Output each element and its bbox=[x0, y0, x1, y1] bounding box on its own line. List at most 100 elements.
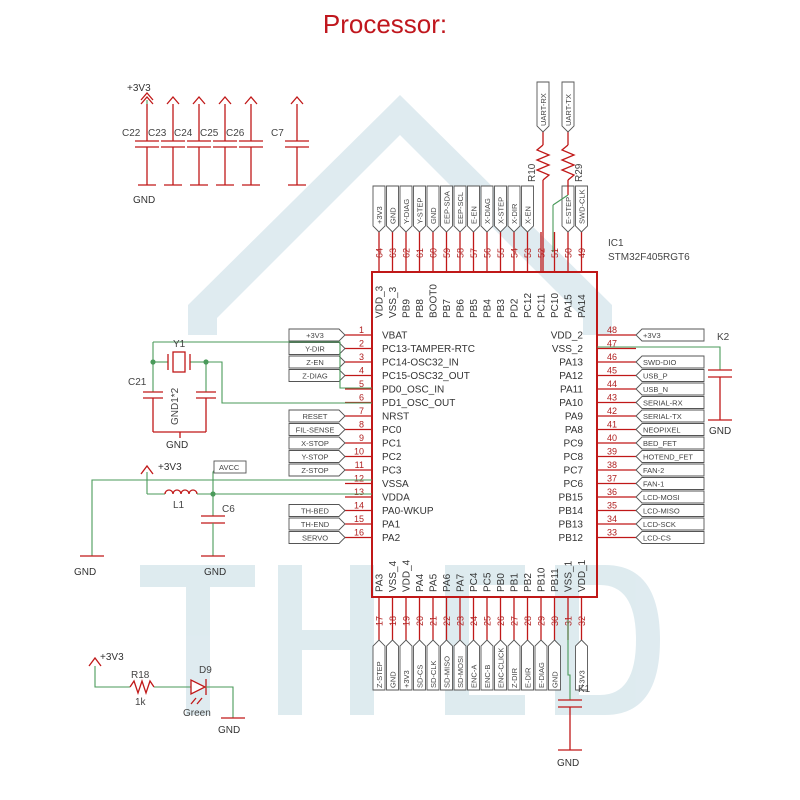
pin-name: PA13 bbox=[559, 358, 583, 369]
net-tag bbox=[635, 517, 705, 531]
pin-number: 48 bbox=[607, 325, 617, 335]
pin-name: PA0-WKUP bbox=[382, 506, 434, 517]
page-title: Processor: bbox=[323, 9, 447, 39]
net-usb-n: USB_N bbox=[643, 385, 668, 394]
net-tag bbox=[288, 517, 346, 531]
pin-number: 2 bbox=[359, 339, 364, 349]
net-tag bbox=[635, 504, 705, 517]
r29-label: R29 bbox=[574, 163, 585, 182]
uart-resistors: R10 R29 UART-RX UART-TX bbox=[527, 81, 585, 272]
pin-number: 56 bbox=[483, 248, 493, 258]
net-tag bbox=[426, 185, 440, 233]
capacitor-ref: C22 bbox=[122, 128, 141, 139]
net-gnd: GND bbox=[429, 207, 438, 224]
pin-number: 26 bbox=[496, 616, 506, 626]
pin-name: PA3 bbox=[375, 573, 386, 592]
net-tag bbox=[635, 531, 705, 544]
pin-number: 45 bbox=[607, 366, 617, 376]
k2-capacitor: K2 GND bbox=[597, 332, 732, 437]
pin-name: PA9 bbox=[565, 412, 584, 423]
analog-gnd-b: GND bbox=[204, 567, 226, 578]
pin-number: 10 bbox=[354, 447, 364, 457]
pin-name: PD2 bbox=[510, 298, 521, 318]
capacitor-c26: C26 bbox=[226, 96, 263, 186]
net-tag bbox=[386, 639, 399, 691]
led-circuit: +3V3 R18 1k D9 Green GND bbox=[88, 652, 245, 736]
pin-name: PC11 bbox=[537, 293, 548, 318]
capacitor-c23: C23 bbox=[148, 96, 185, 186]
net-tag bbox=[480, 185, 494, 233]
net-tag bbox=[288, 409, 346, 423]
pin-name: VSS_1 bbox=[564, 560, 575, 592]
pin-number: 58 bbox=[456, 248, 466, 258]
net-tag bbox=[635, 477, 705, 490]
net-tag bbox=[635, 396, 705, 409]
net-tag bbox=[386, 185, 399, 233]
net-serial-tx: SERIAL-TX bbox=[643, 412, 682, 421]
net-tag bbox=[288, 328, 346, 342]
pin-name: PB15 bbox=[559, 493, 584, 504]
pin-name: PB4 bbox=[483, 299, 494, 318]
led-color: Green bbox=[183, 708, 211, 719]
pin-name: VBAT bbox=[382, 331, 407, 342]
net-sd-miso: SD-MISO bbox=[443, 656, 452, 688]
net-x-diag: X-DIAG bbox=[483, 198, 492, 224]
pin-number: 37 bbox=[607, 474, 617, 484]
chip-top-pins: 64VDD_3+3V363VSS_3GND62PB9Y-DIAG61PB8Y-S… bbox=[372, 185, 588, 318]
capacitor-ref: C24 bbox=[174, 128, 193, 139]
net-enc-a: ENC-A bbox=[470, 665, 479, 688]
decoupling-supply-label: +3V3 bbox=[127, 83, 151, 94]
pin-name: PA5 bbox=[429, 573, 440, 592]
pin-number: 24 bbox=[469, 616, 479, 626]
net-tag bbox=[575, 185, 588, 233]
pin-number: 38 bbox=[607, 460, 617, 470]
pin-number: 50 bbox=[564, 248, 574, 258]
pin-name: PB10 bbox=[537, 567, 548, 592]
pin-number: 62 bbox=[402, 248, 412, 258]
pin-number: 13 bbox=[354, 487, 364, 497]
net-tag bbox=[635, 436, 705, 450]
pin-name: PC4 bbox=[469, 572, 480, 592]
net-tag bbox=[507, 185, 521, 233]
net-e-step: E-STEP bbox=[564, 197, 573, 224]
pin-number: 61 bbox=[415, 248, 425, 258]
k2-ref: K2 bbox=[717, 332, 730, 343]
net-tag bbox=[288, 355, 346, 369]
net-lcd-cs: LCD-CS bbox=[643, 534, 671, 543]
pin-number: 47 bbox=[607, 339, 617, 349]
inductor-ref: L1 bbox=[173, 500, 185, 511]
chip-part: STM32F405RGT6 bbox=[608, 252, 690, 263]
pin-number: 19 bbox=[402, 616, 412, 626]
net-th-end: TH-END bbox=[301, 520, 330, 529]
pin-name: VSSA bbox=[382, 479, 409, 490]
net-tag bbox=[453, 639, 467, 691]
net-e-dir: E-DIR bbox=[524, 667, 533, 688]
net-z-dir: Z-DIR bbox=[510, 667, 519, 688]
pin-name: PB13 bbox=[559, 520, 584, 531]
net-e-diag: E-DIAG bbox=[537, 662, 546, 688]
pin-name: PB9 bbox=[402, 299, 413, 318]
pin-name: VDD_2 bbox=[551, 331, 584, 342]
led-resistor-ref: R18 bbox=[131, 670, 150, 681]
pin-name: PB1 bbox=[510, 573, 521, 592]
analog-supply-label: +3V3 bbox=[158, 462, 182, 473]
crystal-cap-a: C21 bbox=[128, 377, 147, 388]
pin-number: 4 bbox=[359, 366, 364, 376]
net-tag bbox=[288, 450, 346, 463]
